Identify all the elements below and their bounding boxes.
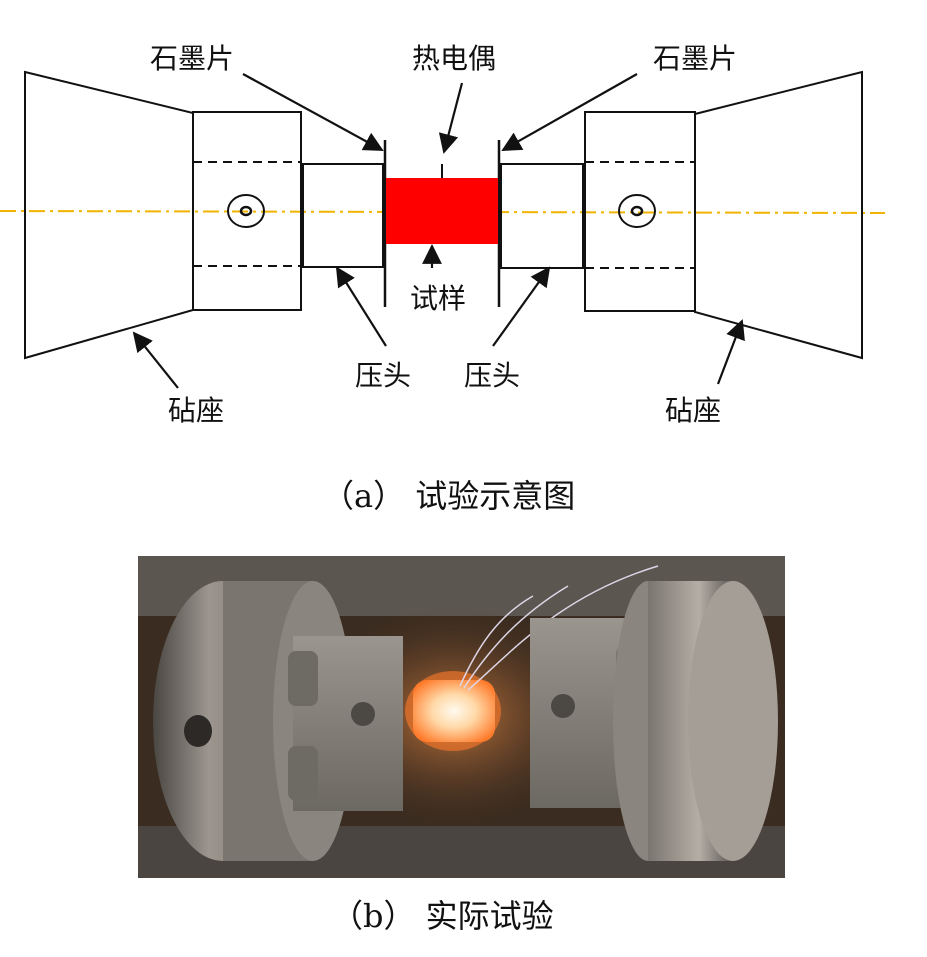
caption-schematic: （a） 试验示意图 [322, 477, 576, 515]
arrow-anvil-left [132, 331, 179, 389]
arrow-thermocouple [438, 82, 464, 154]
photo-anvil-right [613, 581, 778, 861]
label-thermocouple: 热电偶 [412, 42, 497, 75]
test-schematic [0, 70, 886, 389]
photo-holder-left [288, 636, 403, 811]
caption-photo: （b） 实际试验 [331, 897, 554, 935]
indenter-left [302, 163, 384, 268]
label-indenter-left: 压头 [355, 359, 412, 392]
label-anvil-left: 砧座 [168, 394, 225, 427]
indenter-right [500, 163, 584, 269]
label-indenter-right: 压头 [464, 359, 521, 392]
photo-specimen [405, 671, 501, 751]
anvil-right [584, 70, 863, 360]
label-graphite-left: 石墨片 [150, 42, 235, 75]
arrow-graphite-right [501, 73, 638, 151]
label-specimen: 试样 [410, 282, 467, 315]
arrow-anvil-right [716, 319, 745, 385]
anvil-left [24, 70, 302, 360]
specimen [386, 178, 498, 244]
test-photo [138, 556, 785, 878]
arrow-indenter-right [492, 266, 551, 347]
arrow-indenter-left [335, 266, 387, 347]
label-anvil-right: 砧座 [665, 394, 722, 427]
label-graphite-right: 石墨片 [653, 42, 738, 75]
arrow-graphite-left [242, 73, 384, 151]
